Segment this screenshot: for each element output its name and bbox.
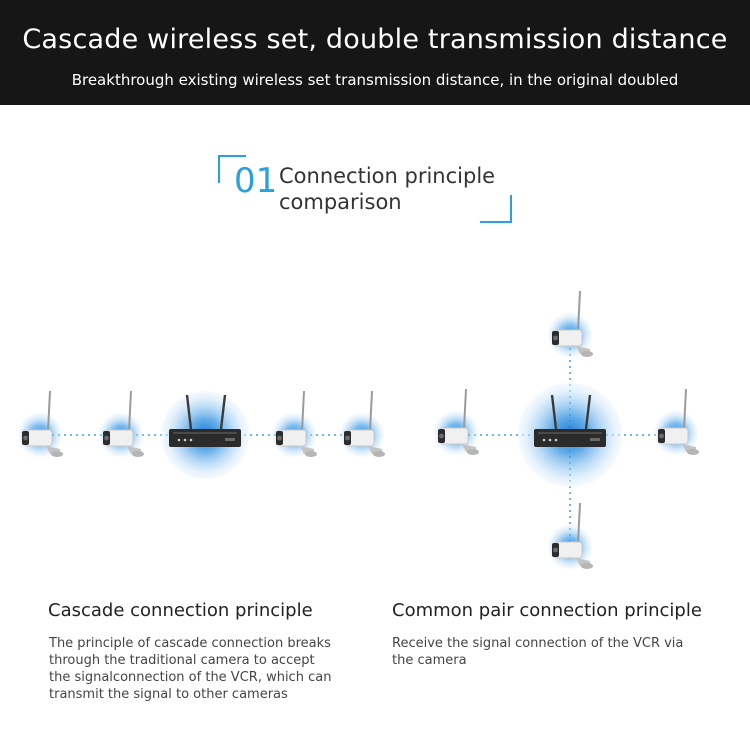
cascade-title: Cascade connection principle <box>48 600 313 621</box>
page-title: Cascade wireless set, double transmissio… <box>22 24 728 55</box>
camera-icon <box>547 290 594 358</box>
section-number: 01 <box>234 161 278 201</box>
page-subtitle: Breakthrough existing wireless set trans… <box>71 71 679 89</box>
camera-icon <box>433 388 480 456</box>
camera-icon <box>98 390 145 458</box>
connection-diagram <box>17 290 700 570</box>
bracket-bottom-right-icon <box>480 195 512 223</box>
common-pair-description: Receive the signal connection of the VCR… <box>392 636 684 668</box>
section-heading-text: Connection principle comparison <box>279 164 496 214</box>
cascade-diagram <box>17 390 386 479</box>
camera-icon <box>271 390 318 458</box>
cascade-description: The principle of cascade connection brea… <box>49 636 332 702</box>
header-banner: Cascade wireless set, double transmissio… <box>0 0 750 105</box>
camera-icon <box>339 390 386 458</box>
section-heading: 01 Connection principle comparison <box>214 152 514 226</box>
common-pair-title: Common pair connection principle <box>392 600 702 621</box>
camera-icon <box>653 388 700 456</box>
bracket-top-left-icon <box>218 155 246 183</box>
camera-icon <box>547 502 594 570</box>
camera-icon <box>17 390 64 458</box>
common-pair-diagram <box>433 290 700 570</box>
